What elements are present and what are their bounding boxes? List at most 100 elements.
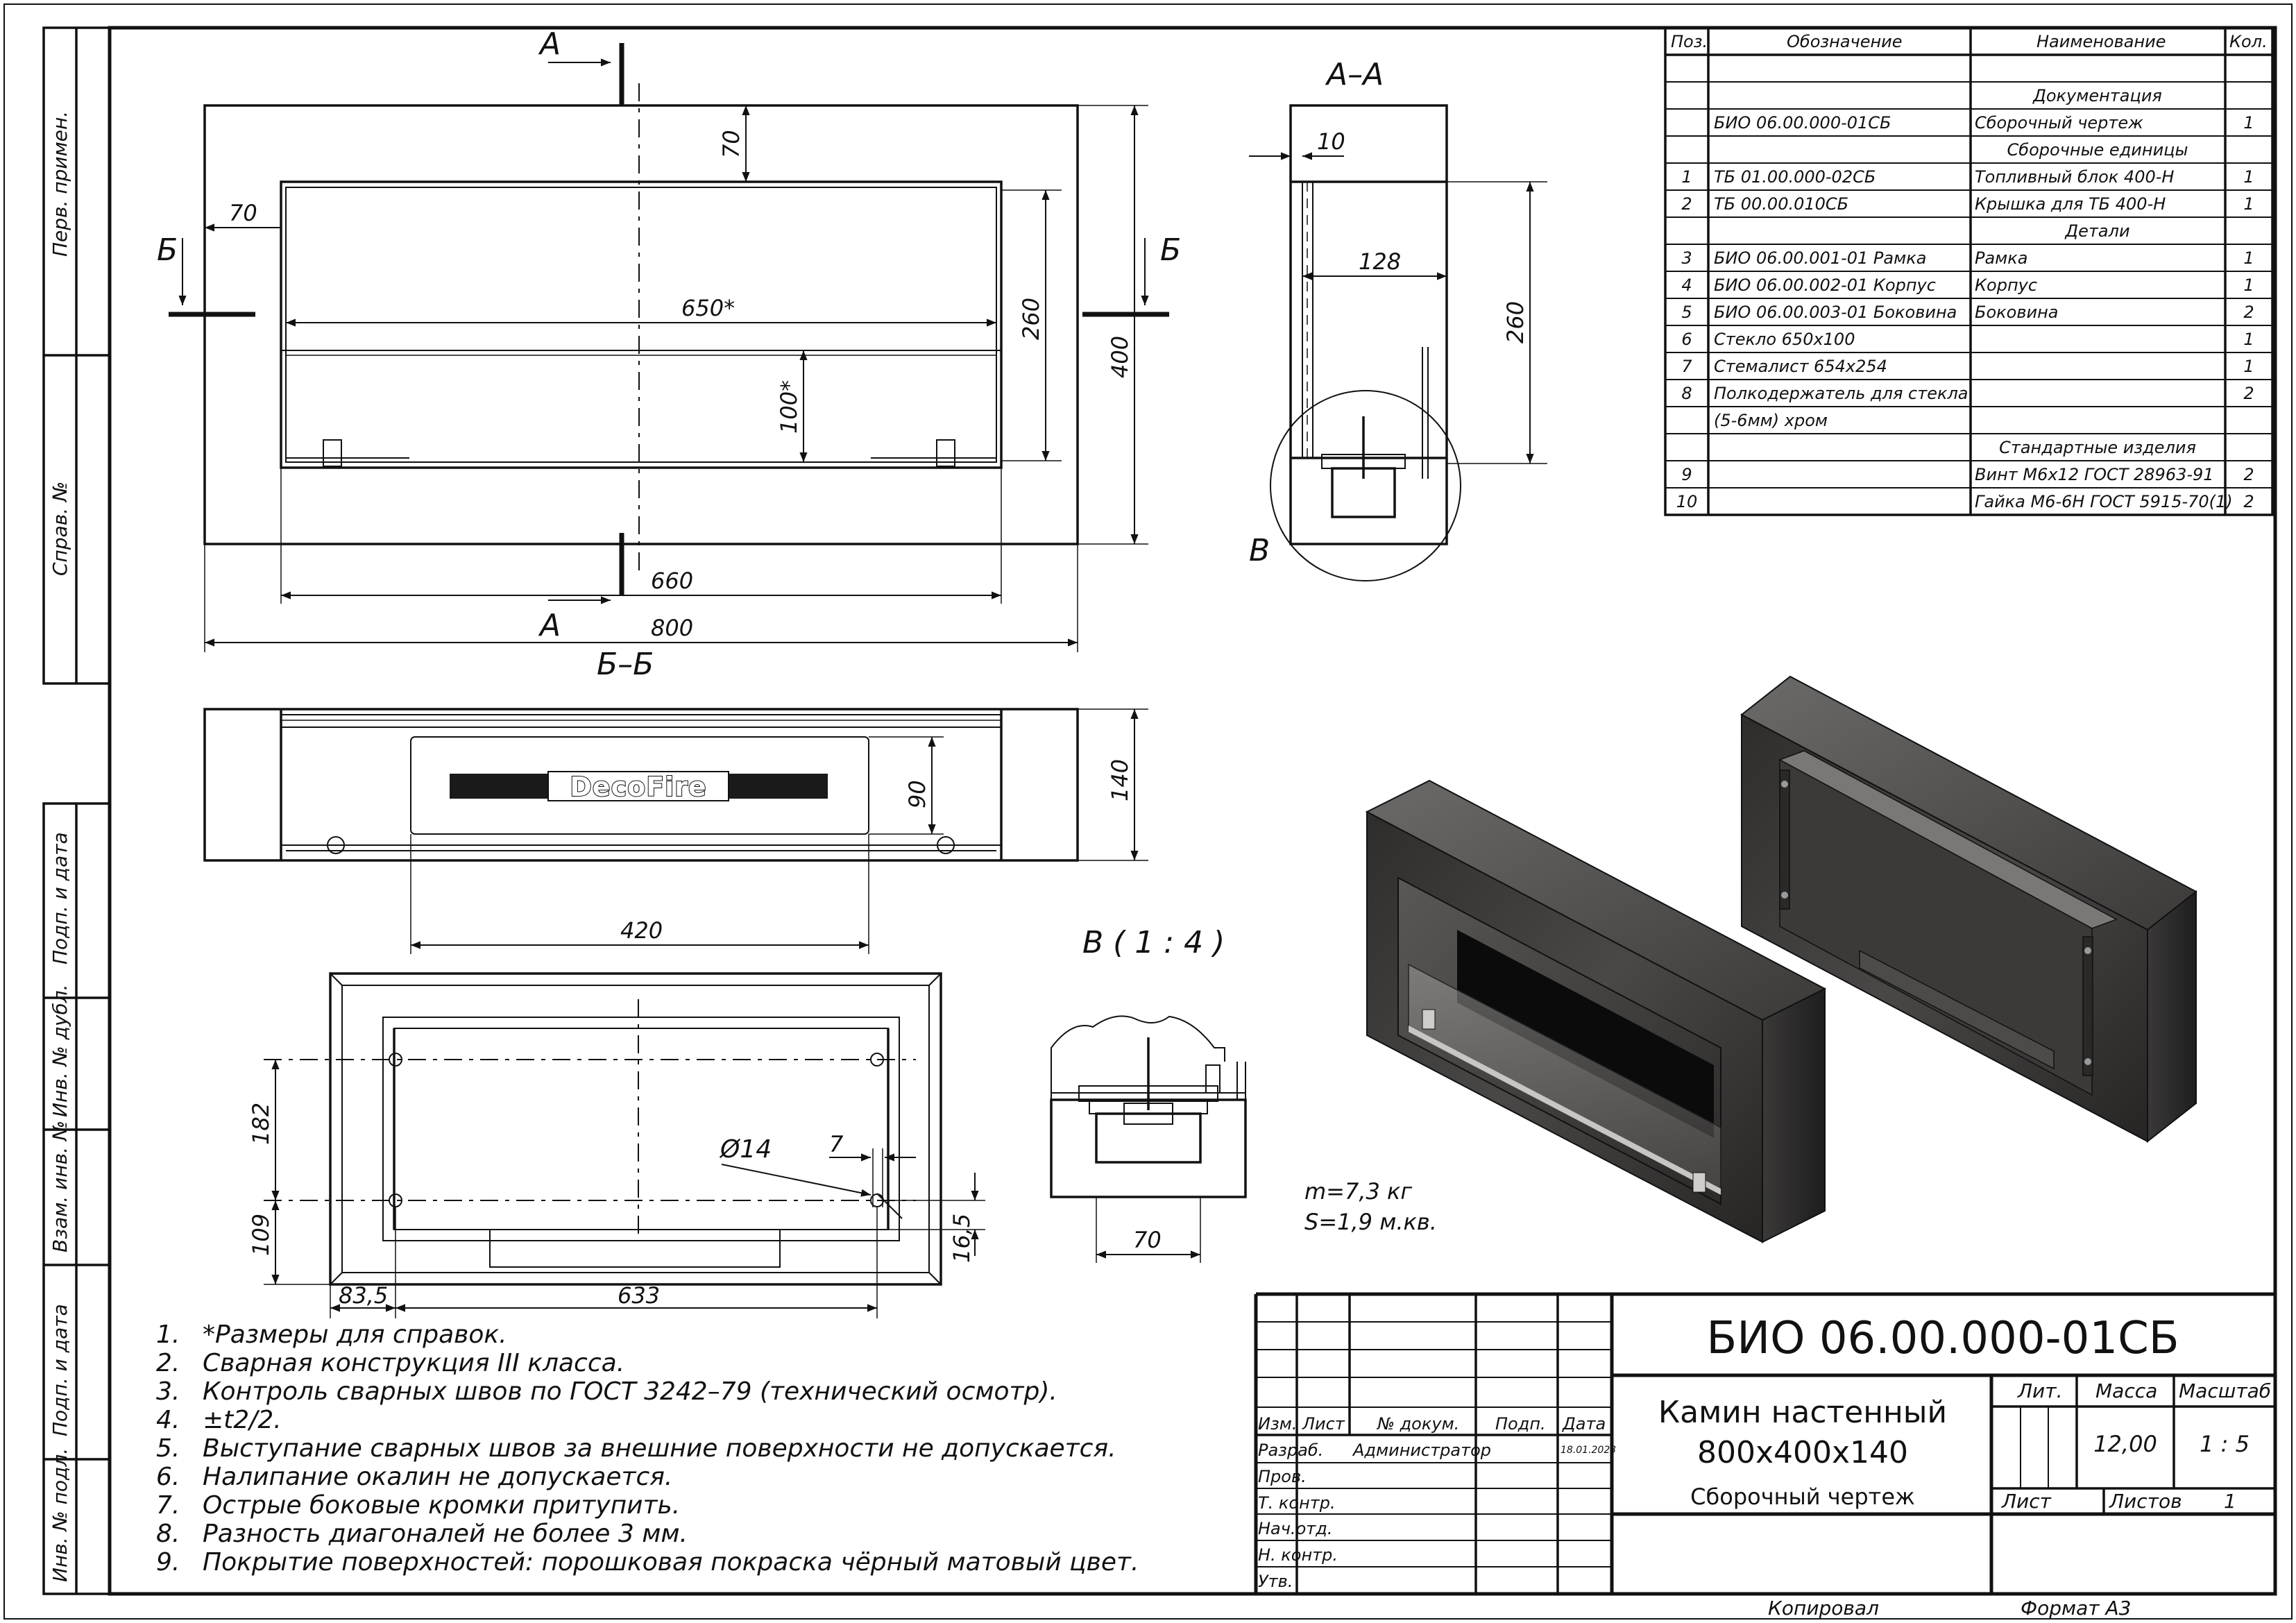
- dim-90: 90: [904, 780, 930, 808]
- spec-qty: 2: [2243, 492, 2254, 511]
- dim-10: 10: [1317, 128, 1345, 155]
- dim-109: 109: [248, 1214, 274, 1256]
- tb-doc-type: Сборочный чертеж: [1690, 1484, 1915, 1510]
- note-text: Покрытие поверхностей: порошковая покрас…: [203, 1548, 1139, 1577]
- tb-razrab-label: Разраб.: [1258, 1441, 1323, 1460]
- spec-qty: 2: [2243, 465, 2254, 484]
- tb-product-name-2: 800х400х140: [1697, 1435, 1908, 1470]
- tb-masshtab-label: Масштаб: [2179, 1379, 2271, 1402]
- spec-section-title: Стандартные изделия: [1999, 438, 2196, 457]
- specification-table: Поз. Обозначение Наименование Кол. Документа…: [1664, 26, 2274, 516]
- tb-header-izm: Изм.: [1258, 1414, 1297, 1434]
- section-aa-view: А–А В 10 128 260: [1249, 57, 1547, 581]
- spec-name: Топливный блок 400-Н: [1975, 167, 2174, 187]
- spec-qty: 2: [2243, 303, 2254, 322]
- spec-pos: 4: [1681, 275, 1692, 295]
- note-text: Выступание сварных швов за внешние повер…: [203, 1434, 1116, 1463]
- title-block: Изм. Лист № докум. Подп. Дата Разраб. Ад…: [1254, 1292, 2275, 1620]
- spec-name: Крышка для ТБ 400-Н: [1975, 194, 2166, 214]
- tb-lit-label: Лит.: [2017, 1379, 2062, 1402]
- spec-header-1: Обозначение: [1787, 32, 1903, 51]
- spec-qty: 1: [2243, 275, 2254, 295]
- spec-pos: 10: [1676, 492, 1698, 511]
- dim-16-5: 16,5: [949, 1214, 975, 1263]
- note-number: 8.: [156, 1520, 180, 1548]
- note-text: *Размеры для справок.: [203, 1320, 507, 1349]
- dim-7: 7: [829, 1131, 844, 1157]
- note-number: 7.: [156, 1491, 180, 1520]
- tb-header-podp: Подп.: [1495, 1414, 1546, 1434]
- front-view: А А Б Б 70 70 650* 260 400 100* 660: [157, 26, 1181, 652]
- spec-pos: 8: [1681, 384, 1692, 403]
- dim-b-70: 70: [1133, 1227, 1162, 1253]
- detail-b-view: В ( 1 : 4 ) 70: [1050, 925, 1247, 1263]
- dim-top-70: 70: [718, 130, 745, 158]
- tb-header-list: Лист: [1302, 1414, 1345, 1434]
- back-view: 182 109 Ø14 7 16,5 83,5 633: [248, 972, 985, 1318]
- dim-400: 400: [1107, 336, 1133, 378]
- spec-name: Боковина: [1975, 303, 2058, 322]
- dim-260: 260: [1018, 298, 1044, 340]
- tb-massa-label: Масса: [2095, 1379, 2157, 1402]
- spec-qty: 1: [2243, 167, 2254, 187]
- note-number: 4.: [156, 1406, 180, 1434]
- tb-format: Формат А3: [2021, 1597, 2131, 1620]
- tb-list-label: Лист: [2001, 1490, 2052, 1513]
- spec-qty: 1: [2243, 113, 2254, 133]
- decofire-logo: DecoFire: [570, 772, 706, 802]
- spec-pos: 9: [1681, 465, 1692, 484]
- dim-100: 100*: [776, 380, 802, 434]
- spec-qty: 2: [2243, 384, 2254, 403]
- note-number: 6.: [156, 1463, 180, 1491]
- detail-b-label: В: [1249, 533, 1270, 568]
- dim-420: 420: [620, 917, 663, 944]
- tb-doc-number: БИО 06.00.000-01СБ: [1706, 1313, 2179, 1364]
- tb-t-kontr-label: Т. контр.: [1258, 1493, 1336, 1513]
- spec-name: Гайка М6-6Н ГОСТ 5915-70(1): [1975, 492, 2233, 511]
- spec-name: Корпус: [1975, 275, 2037, 295]
- tb-masshtab-value: 1 : 5: [2200, 1431, 2250, 1457]
- note-number: 5.: [156, 1434, 180, 1463]
- spec-pos: 3: [1681, 248, 1692, 268]
- detail-b-title: В ( 1 : 4 ): [1082, 925, 1225, 960]
- stamp-sprav-no: Справ. №: [49, 482, 71, 576]
- stamp-perv-primen: Перв. примен.: [49, 111, 71, 257]
- note-number: 3.: [156, 1377, 180, 1406]
- spec-designation: БИО 06.00.000-01СБ: [1714, 113, 1891, 133]
- section-marker-a-bottom: А: [538, 608, 561, 643]
- spec-designation: ТБ 00.00.010СБ: [1714, 194, 1848, 214]
- spec-designation: Полкодержатель для стекла: [1714, 384, 1968, 403]
- note-number: 9.: [156, 1548, 180, 1577]
- note-number: 1.: [156, 1320, 180, 1349]
- tb-listov-label: Листов: [2109, 1490, 2182, 1513]
- tb-nach-otd-label: Нач.отд.: [1258, 1519, 1332, 1538]
- spec-header-0: Поз.: [1671, 32, 1708, 51]
- note-text: Контроль сварных швов по ГОСТ 3242–79 (т…: [203, 1377, 1057, 1406]
- spec-designation: БИО 06.00.003-01 Боковина: [1714, 303, 1957, 322]
- dim-182: 182: [248, 1103, 274, 1145]
- isometric-render: [1365, 675, 2197, 1243]
- section-marker-b-left: Б: [157, 232, 178, 268]
- note-text: Разность диагоналей не более 3 мм.: [203, 1520, 688, 1548]
- dim-83-5: 83,5: [339, 1282, 388, 1309]
- section-bb-title: Б–Б: [597, 647, 654, 682]
- tb-kopiroval: Копировал: [1768, 1597, 1879, 1620]
- spec-section-title: Документация: [2032, 86, 2162, 105]
- dim-d14: Ø14: [719, 1135, 772, 1164]
- stamp-podp-data-1: Подп. и дата: [49, 832, 71, 965]
- spec-header-3: Кол.: [2229, 32, 2268, 51]
- area-value: S=1,9 м.кв.: [1304, 1209, 1437, 1235]
- dim-aa-260: 260: [1502, 301, 1529, 343]
- stamp-inv-no-podl: Инв. № подл.: [49, 1448, 71, 1582]
- stamp-vzam-inv-no: Взам. инв. №: [49, 1121, 71, 1252]
- spec-qty: 1: [2243, 357, 2254, 376]
- spec-header-2: Наименование: [2036, 32, 2166, 51]
- section-marker-a-top: А: [538, 26, 561, 62]
- dim-800: 800: [651, 615, 693, 641]
- note-text: ±t2/2.: [203, 1406, 282, 1434]
- dim-140: 140: [1107, 759, 1133, 801]
- note-text: Сварная конструкция III класса.: [203, 1349, 624, 1377]
- tb-listov-value: 1: [2224, 1490, 2236, 1513]
- spec-pos: 5: [1681, 303, 1692, 322]
